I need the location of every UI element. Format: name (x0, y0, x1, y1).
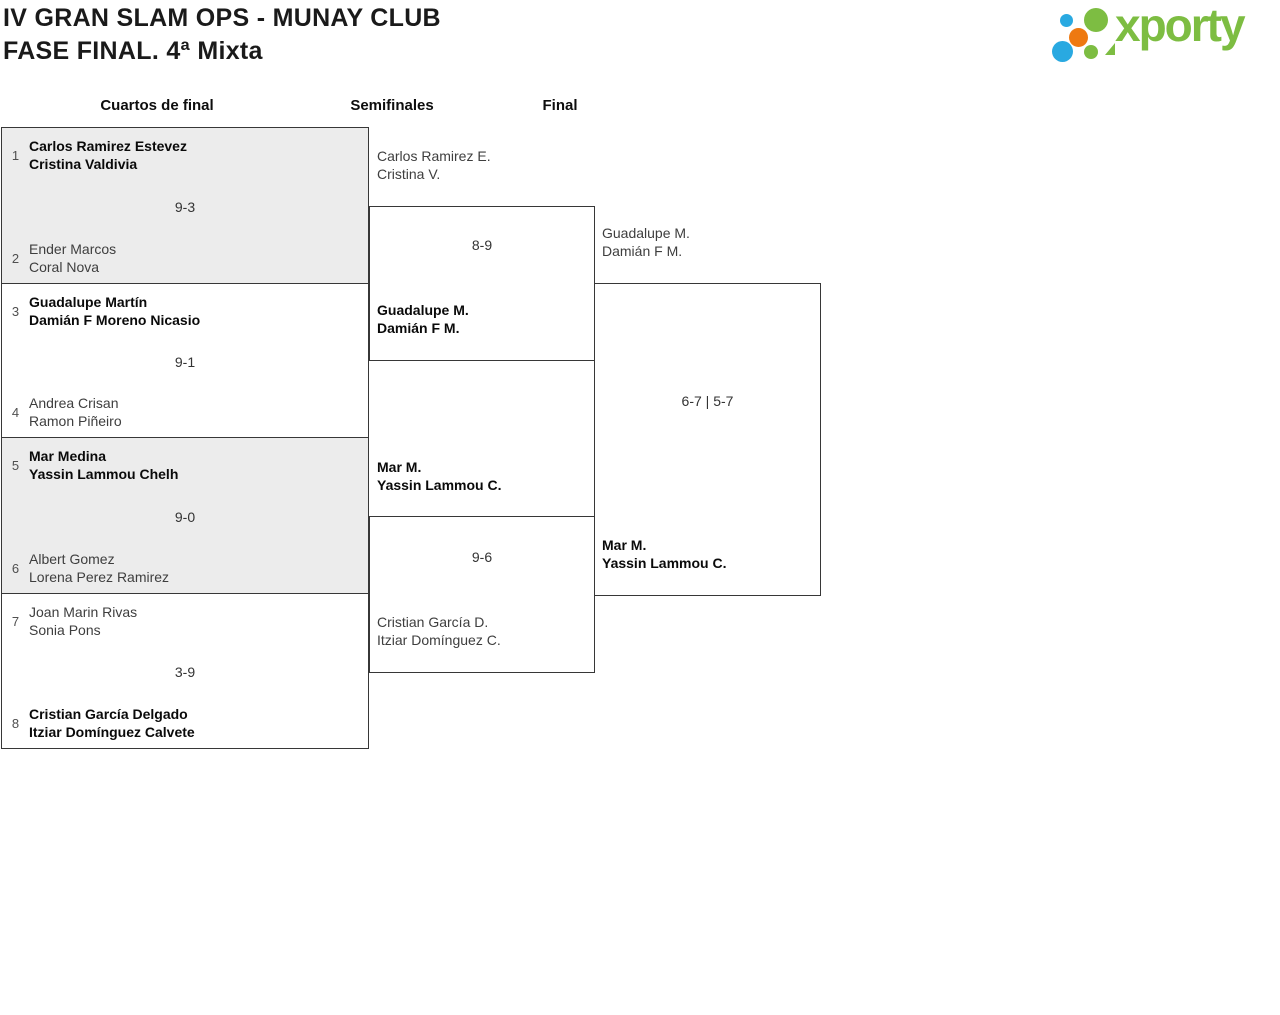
logo-triangle-icon (1105, 43, 1115, 55)
team-players: Guadalupe Martín Damián F Moreno Nicasio (29, 293, 200, 329)
player-name: Guadalupe M. (377, 302, 469, 318)
player-name: Lorena Perez Ramirez (29, 569, 170, 585)
final-top-team: Guadalupe M. Damián F M. (602, 224, 690, 260)
team-row: 6 Albert Gomez Lorena Perez Ramirez (2, 550, 368, 586)
semifinal-2-bottom-team: Cristian García D. Itziar Domínguez C. (377, 613, 501, 649)
final-bottom-team: Mar M. Yassin Lammou C. (602, 536, 726, 572)
team-row: 4 Andrea Crisan Ramon Piñeiro (2, 394, 368, 430)
logo-dot-blue-large (1052, 41, 1073, 62)
team-row: 7 Joan Marin Rivas Sonia Pons (2, 603, 368, 639)
xporty-logo: xporty (1048, 0, 1276, 70)
team-players: Cristian García Delgado Itziar Domínguez… (29, 705, 195, 741)
player-name: Cristina Valdivia (29, 156, 138, 172)
match-quarterfinal-3: 5 Mar Medina Yassin Lammou Chelh 9-0 6 A… (1, 437, 369, 594)
player-name: Itziar Domínguez C. (377, 632, 501, 648)
seed-number: 2 (11, 250, 20, 266)
player-name: Joan Marin Rivas (29, 604, 138, 620)
player-name: Damián F M. (602, 243, 683, 259)
team-players: Ender Marcos Coral Nova (29, 240, 116, 276)
team-row: 2 Ender Marcos Coral Nova (2, 240, 368, 276)
match-quarterfinal-2: 3 Guadalupe Martín Damián F Moreno Nicas… (1, 283, 369, 438)
player-name: Yassin Lammou Chelh (29, 466, 179, 482)
semifinal-1-top-team: Carlos Ramirez E. Cristina V. (377, 147, 491, 183)
team-row: 3 Guadalupe Martín Damián F Moreno Nicas… (2, 293, 368, 329)
player-name: Cristian García D. (377, 614, 489, 630)
phase-subtitle: FASE FINAL. 4ª Mixta (3, 37, 263, 65)
player-name: Andrea Crisan (29, 395, 119, 411)
match-score: 9-0 (174, 508, 196, 525)
player-name: Damián F M. (377, 320, 460, 336)
player-name: Coral Nova (29, 259, 100, 275)
match-score: 3-9 (174, 664, 196, 680)
team-row: 5 Mar Medina Yassin Lammou Chelh (2, 447, 368, 483)
match-quarterfinal-4: 7 Joan Marin Rivas Sonia Pons 3-9 8 Cris… (1, 593, 369, 749)
team-players: Albert Gomez Lorena Perez Ramirez (29, 550, 169, 586)
player-name: Albert Gomez (29, 551, 115, 567)
team-players: Andrea Crisan Ramon Piñeiro (29, 394, 122, 430)
seed-number: 6 (11, 560, 20, 576)
player-name: Carlos Ramirez Estevez (29, 138, 187, 154)
semifinal-1-box (369, 206, 595, 361)
semifinal-1-bottom-team: Guadalupe M. Damián F M. (377, 301, 469, 337)
semifinal-2-box (369, 516, 595, 673)
team-row: 1 Carlos Ramirez Estevez Cristina Valdiv… (2, 137, 368, 173)
seed-number: 5 (11, 457, 20, 473)
player-name: Damián F Moreno Nicasio (29, 312, 201, 328)
logo-dot-green-small (1084, 45, 1098, 59)
page-title: IV GRAN SLAM OPS - MUNAY CLUB FASE FINAL… (3, 2, 441, 68)
team-row: 8 Cristian García Delgado Itziar Domíngu… (2, 705, 368, 741)
match-score: 9-1 (174, 353, 196, 370)
team-players: Carlos Ramirez Estevez Cristina Valdivia (29, 137, 187, 173)
match-quarterfinal-1: 1 Carlos Ramirez Estevez Cristina Valdiv… (1, 127, 369, 284)
player-name: Yassin Lammou C. (602, 555, 727, 571)
final-box (594, 283, 821, 596)
seed-number: 3 (11, 303, 20, 319)
semifinal-2-score: 9-6 (471, 549, 493, 565)
player-name: Cristina V. (377, 166, 441, 182)
player-name: Ender Marcos (29, 241, 117, 257)
tournament-title: IV GRAN SLAM OPS - MUNAY CLUB (3, 4, 441, 32)
player-name: Mar M. (377, 459, 422, 475)
semifinal-1-score: 8-9 (471, 237, 493, 253)
column-header-final: Final (542, 97, 578, 114)
player-name: Mar M. (602, 537, 647, 553)
logo-dot-green-large (1084, 8, 1108, 32)
logo-dot-orange (1069, 28, 1088, 47)
player-name: Yassin Lammou C. (377, 477, 502, 493)
seed-number: 7 (11, 613, 20, 629)
logo-wordmark: xporty (1115, 0, 1246, 51)
player-name: Guadalupe M. (602, 225, 690, 241)
player-name: Mar Medina (29, 448, 107, 464)
logo-dot-blue-small (1060, 14, 1073, 27)
seed-number: 1 (11, 147, 20, 163)
match-score: 9-3 (174, 198, 196, 215)
semifinal-2-top-team: Mar M. Yassin Lammou C. (377, 458, 501, 494)
column-header-quarterfinals: Cuartos de final (100, 97, 214, 114)
seed-number: 8 (11, 715, 20, 731)
player-name: Carlos Ramirez E. (377, 148, 491, 164)
team-players: Joan Marin Rivas Sonia Pons (29, 603, 137, 639)
player-name: Itziar Domínguez Calvete (29, 724, 195, 740)
column-header-semifinals: Semifinales (350, 97, 434, 114)
team-players: Mar Medina Yassin Lammou Chelh (29, 447, 178, 483)
player-name: Guadalupe Martín (29, 294, 148, 310)
player-name: Ramon Piñeiro (29, 413, 122, 429)
seed-number: 4 (11, 404, 20, 420)
final-score: 6-7 | 5-7 (681, 393, 734, 409)
player-name: Cristian García Delgado (29, 706, 188, 722)
player-name: Sonia Pons (29, 622, 101, 638)
